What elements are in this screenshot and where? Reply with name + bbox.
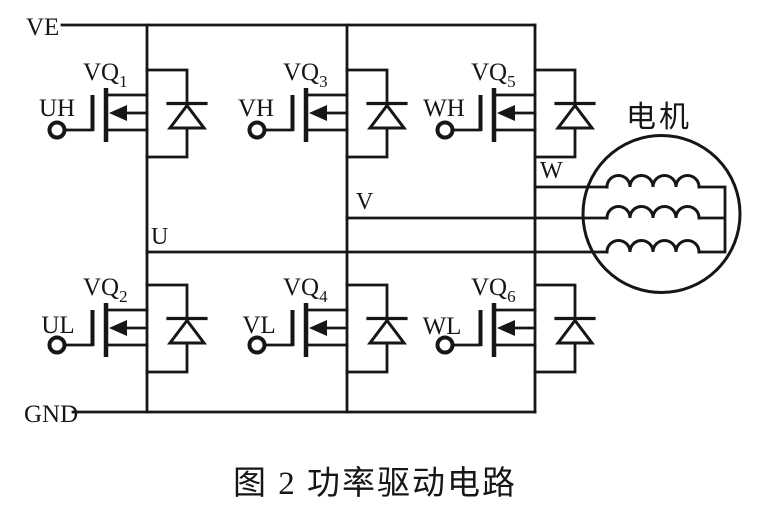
motor-symbol [581,134,742,294]
gate-label-vl: VL [242,312,275,339]
gate-label-wh: WH [423,95,465,122]
phase-v-label: V [356,189,374,215]
motor-label: 电机 [626,101,692,134]
figure-caption: 图 2 功率驱动电路 [233,465,517,502]
transistor-label-vq2: VQ2 [83,274,128,306]
star-point-wire [697,185,727,254]
phase-w-label: W [540,158,563,184]
winding-u-icon [605,239,701,254]
transistor-label-vq4: VQ4 [283,274,328,306]
gate-label-wl: WL [423,313,462,340]
transistor-label-vq1: VQ1 [83,59,128,91]
winding-v-icon [605,205,701,220]
gate-label-vh: VH [238,95,274,122]
motor-circle-icon [581,134,742,294]
transistor-label-vq5: VQ5 [471,59,516,91]
transistor-label-vq3: VQ3 [283,59,328,91]
gate-label-ul: UL [41,312,74,339]
gnd-rail-label: GND [24,401,78,428]
phase-u-label: U [151,224,168,250]
ve-rail-label: VE [26,14,59,41]
gate-label-uh: UH [39,95,75,122]
winding-w-icon [605,174,701,189]
transistor-label-vq6: VQ6 [471,274,516,306]
